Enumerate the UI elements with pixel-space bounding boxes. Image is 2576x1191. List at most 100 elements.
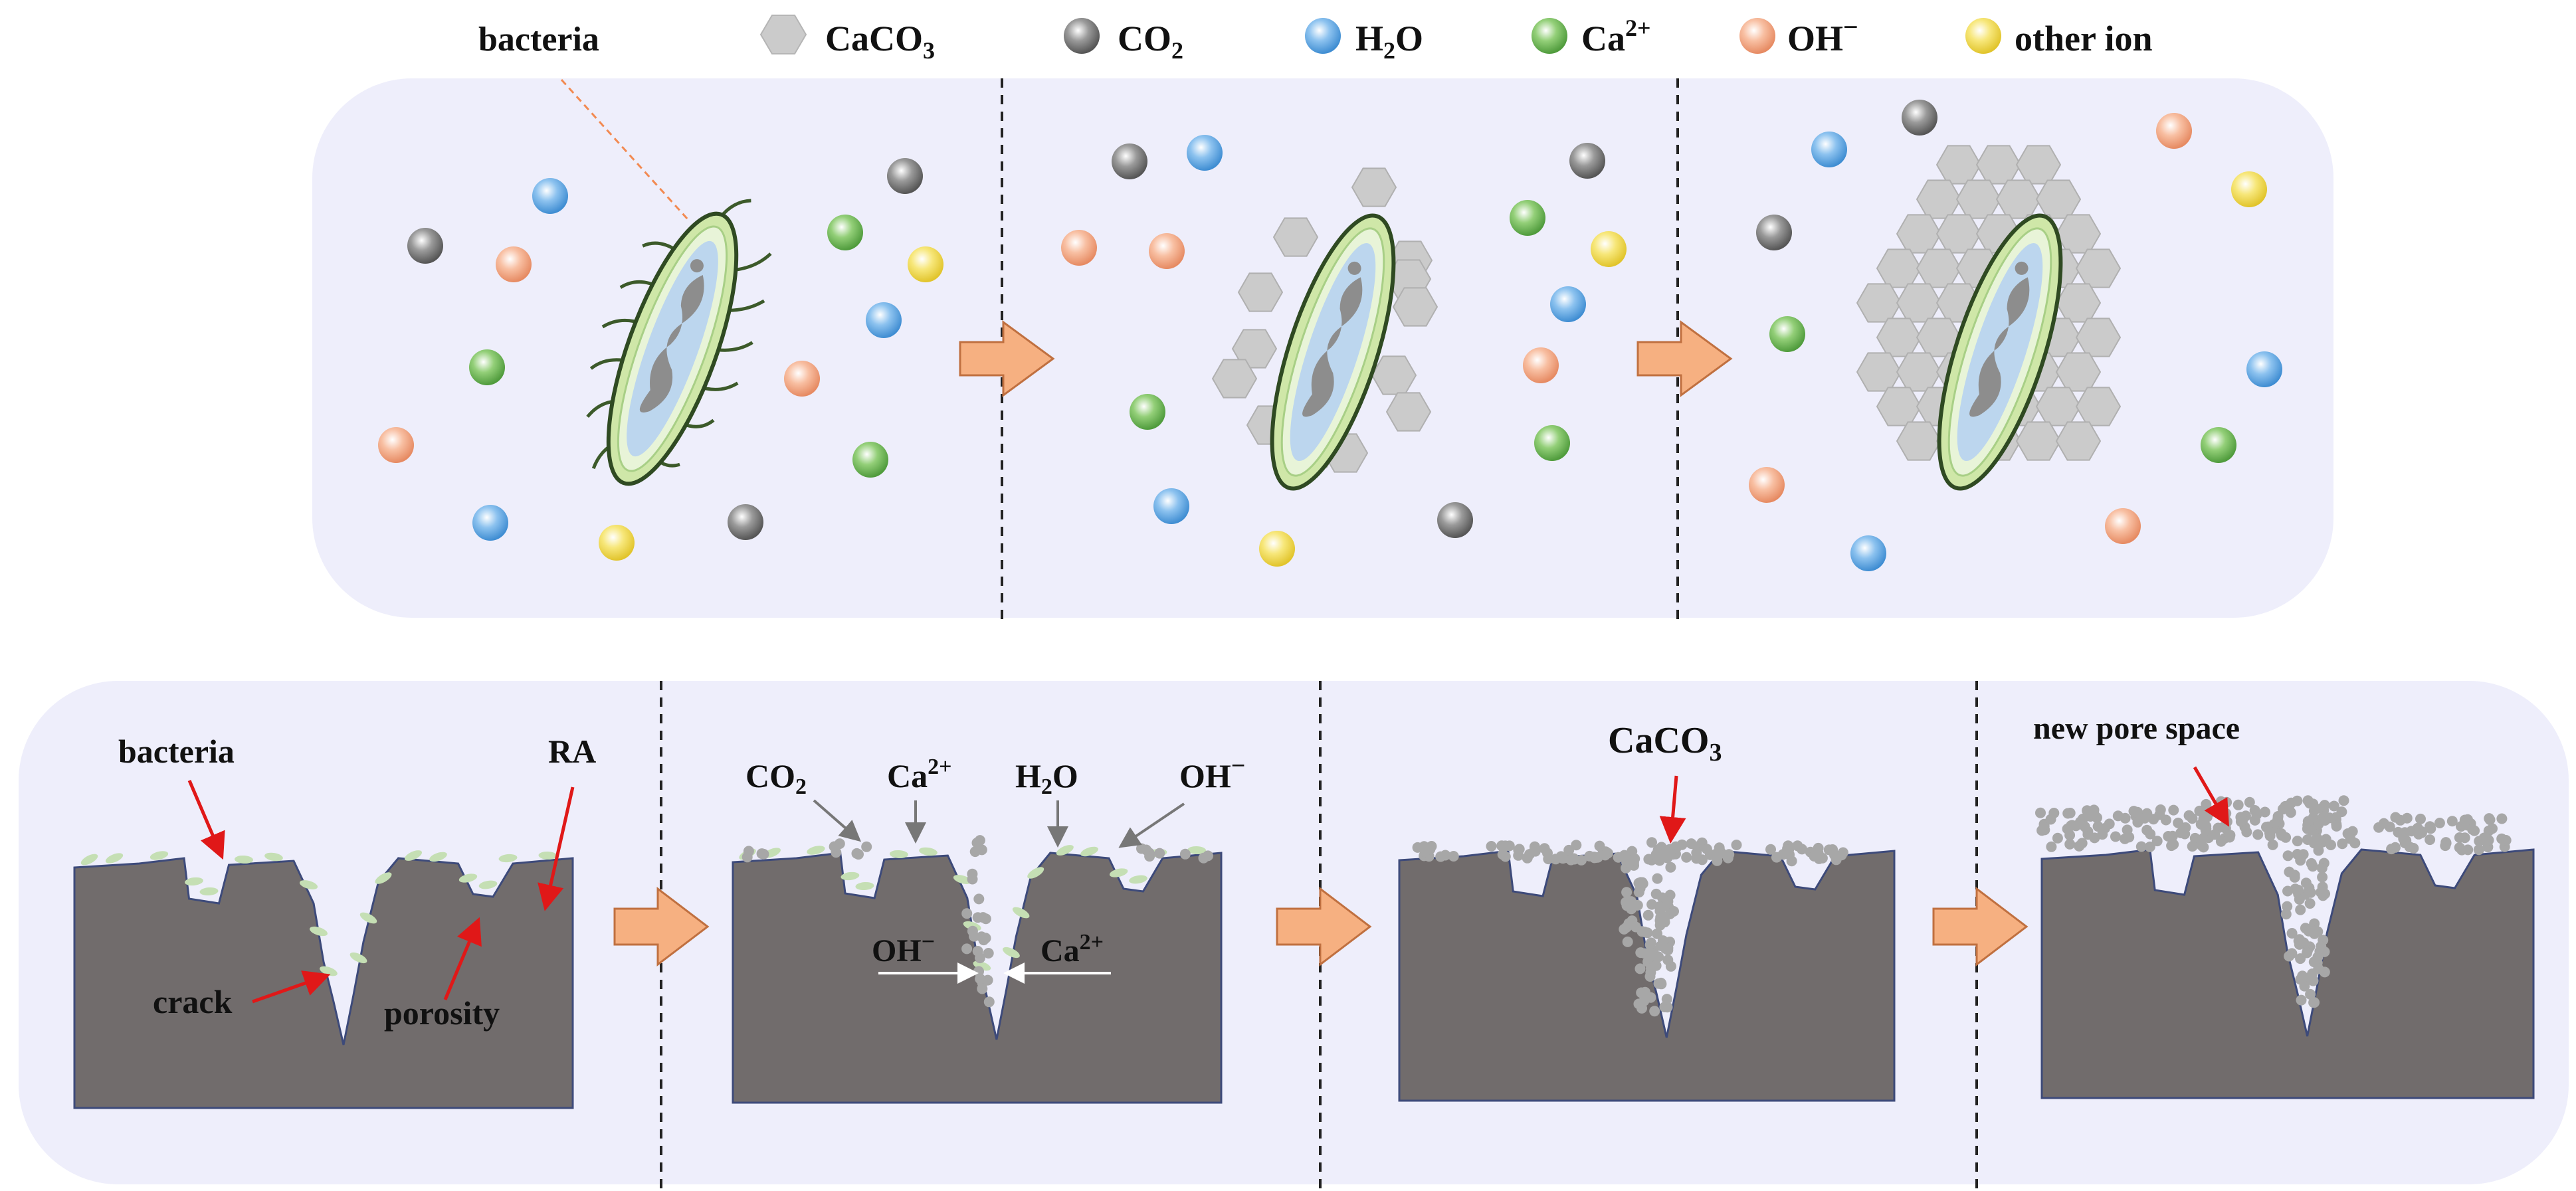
p2-oh-inner-sup: −: [922, 928, 936, 955]
caco3-deposit-dot: [2079, 821, 2090, 832]
caco3-deposit-dot: [2235, 816, 2246, 827]
p3-caco3-sub: 3: [1709, 739, 1722, 767]
co2-particle: [728, 504, 763, 540]
nucleoid: [1302, 277, 1363, 417]
caco3-deposit-dot: [2046, 841, 2057, 852]
caco3-deposit-dot: [2154, 809, 2165, 820]
other-ion-particle: [2231, 171, 2267, 207]
caco3-deposits: [742, 795, 2512, 1017]
svg-text:CaCO3: CaCO3: [1608, 720, 1722, 767]
p4-new-pore-pointer: [2193, 766, 2230, 827]
caco3-deposit-dot: [2168, 804, 2179, 816]
caco3-deposit-dot: [2198, 814, 2209, 824]
p1-ra-label: RA: [548, 733, 596, 770]
svg-text:CaCO3: CaCO3: [825, 19, 935, 64]
caco3-deposit-dot: [1681, 852, 1692, 863]
hexagon-icon: [759, 15, 807, 54]
caco3-deposit-dot: [2378, 818, 2389, 829]
p2-ca-inner-label: Ca: [1040, 933, 1080, 968]
other-ion-particle: [1591, 231, 1627, 267]
caco3-deposit-dot: [2305, 988, 2316, 1000]
legend-h2o-label: H: [1355, 19, 1383, 58]
p1-bacteria-label: bacteria: [118, 733, 235, 770]
oh-ion-particle: [1149, 233, 1185, 269]
caco3-deposit-dot: [2187, 841, 2198, 852]
caco3-deposit-dot: [2104, 818, 2115, 830]
caco3-deposit-dot: [1724, 849, 1735, 860]
caco3-crystal: [1211, 359, 1258, 399]
caco3-deposit-dot: [1486, 841, 1497, 852]
caco3-deposit-dot: [1686, 838, 1697, 850]
caco3-deposit-dot: [1646, 962, 1656, 974]
caco3-deposit-dot: [1655, 977, 1666, 988]
ca-ion-particle: [852, 442, 888, 478]
caco3-deposit-dot: [1654, 901, 1666, 912]
caco3-deposit-dot: [1622, 936, 1633, 947]
bacterium-stage-1: [586, 199, 772, 486]
caco3-deposit-dot: [2282, 885, 2293, 897]
caco3-deposit-dot: [2180, 822, 2191, 833]
bacteria-film-mark: [1056, 845, 1074, 856]
caco3-deposit-dot: [2132, 806, 2143, 818]
caco3-deposit-dot: [2484, 813, 2495, 824]
caco3-deposit-dot: [2286, 797, 2297, 808]
p4-new-pore-label: new pore space: [2033, 711, 2240, 746]
co2-particle: [407, 228, 443, 264]
svg-text:OH−: OH−: [1787, 12, 1858, 58]
p2-ca-inner-sup: 2+: [1080, 930, 1104, 955]
p2-co2-label: CO: [745, 757, 795, 794]
caco3-deposit-dot: [2296, 994, 2307, 1006]
caco3-deposit-dot: [1630, 921, 1641, 933]
ion-particles: [378, 100, 2282, 571]
p2-oh-label: OH: [1179, 757, 1231, 794]
legend-ca-sup: 2+: [1625, 15, 1651, 41]
legend-item-oh: OH−: [1739, 12, 1858, 58]
p2-oh-sup: −: [1231, 752, 1246, 780]
h2o-particle: [2246, 351, 2282, 387]
caco3-deposit-dot: [1765, 844, 1776, 855]
caco3-deposit-dot: [1714, 849, 1725, 860]
co2-particle: [1569, 143, 1605, 179]
ca-ion-particle: [1534, 425, 1570, 461]
caco3-deposit-dot: [1813, 842, 1824, 854]
svg-text:Ca2+: Ca2+: [887, 755, 951, 794]
caco3-deposit-dot: [2295, 904, 2306, 915]
caco3-deposit-dot: [2483, 834, 2494, 846]
p3-caco3-label: CaCO: [1608, 720, 1709, 761]
caco3-deposit-dot: [2401, 835, 2412, 846]
caco3-deposit-dot: [971, 837, 983, 848]
process-arrow-bottom-2: [1276, 886, 1372, 967]
bacteria-film-mark: [349, 952, 367, 964]
caco3-deposit-dot: [1701, 844, 1712, 855]
other-ion-particle: [599, 525, 635, 561]
p2-h2o-o: O: [1052, 757, 1078, 794]
legend-bacteria-label: bacteria: [478, 21, 599, 58]
caco3-deposit-dot: [2151, 836, 2163, 847]
caco3-deposit-dot: [1500, 840, 1511, 852]
bacteria-film-mark: [855, 881, 874, 891]
h2o-particle: [1811, 132, 1847, 167]
caco3-deposit-dot: [2309, 997, 2320, 1008]
caco3-crystal: [1385, 392, 1432, 432]
caco3-deposit-dot: [2454, 842, 2465, 853]
legend-co2-sub: 2: [1171, 37, 1183, 64]
caco3-deposit-dot: [1696, 854, 1708, 866]
caco3-deposit-dot: [1542, 848, 1553, 859]
caco3-deposit-dot: [2302, 795, 2314, 806]
caco3-deposit-dot: [2201, 798, 2212, 810]
bacteria-film-mark: [1003, 947, 1020, 959]
caco3-deposit-dot: [1642, 909, 1654, 921]
caco3-deposit-dot: [2338, 795, 2349, 806]
caco3-deposit-dot: [1654, 919, 1666, 931]
co2-particle: [1756, 215, 1792, 250]
caco3-deposit-dot: [2282, 850, 2294, 862]
legend: bacteria CaCO3 CO2 H2O Ca2+: [478, 12, 2153, 64]
co2-particle: [1112, 143, 1147, 179]
legend-item-other: other ion: [1965, 18, 2153, 58]
svg-text:Ca2+: Ca2+: [1581, 15, 1651, 58]
bacteria-film-mark: [478, 880, 498, 889]
caco3-deposit-dot: [2048, 808, 2060, 818]
caco3-deposit-dot: [2316, 863, 2328, 873]
svg-text:CO2: CO2: [1118, 19, 1183, 64]
bacteria-film-mark: [199, 887, 219, 896]
